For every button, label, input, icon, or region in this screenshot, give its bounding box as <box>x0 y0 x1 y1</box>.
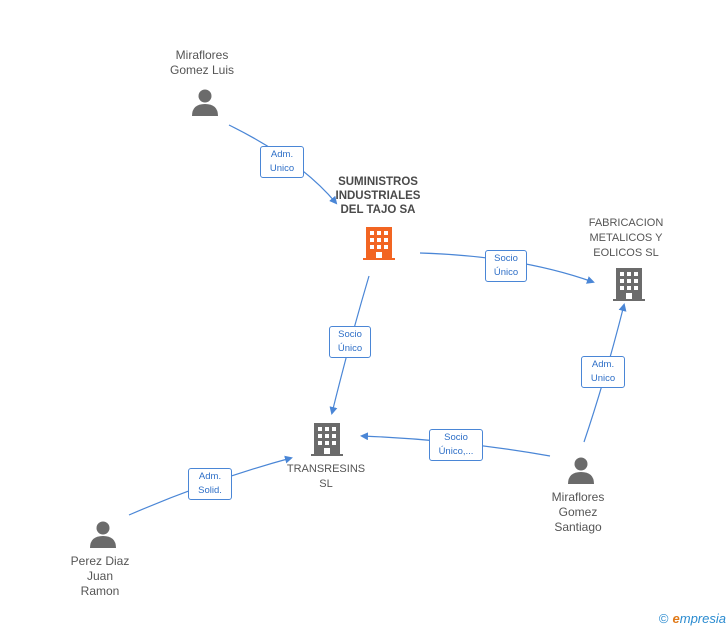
edge-label-adm-solid[interactable]: Adm. Solid. <box>188 468 232 500</box>
node-label-miraflores-gomez-luis: Miraflores Gomez Luis <box>169 48 235 77</box>
node-label-miraflores-gomez-santiago: Miraflores Gomez Santiago <box>551 490 605 534</box>
node-label-transresins: TRANSRESINS SL <box>286 463 366 490</box>
brand-logo-e: e <box>672 611 680 626</box>
brand-footer: ©empresia <box>659 611 726 626</box>
node-label-suministros: SUMINISTROS INDUSTRIALES DEL TAJO SA <box>335 176 421 216</box>
person-icon[interactable] <box>190 88 220 118</box>
node-label-fabricacion: FABRICACION METALICOS Y EOLICOS SL <box>588 217 664 259</box>
building-icon[interactable] <box>311 421 343 457</box>
edge-label-socio-unico[interactable]: Socio Único <box>329 326 371 358</box>
edge-label-socio-unico-more[interactable]: Socio Único,... <box>429 429 483 461</box>
person-icon[interactable] <box>566 456 596 486</box>
building-icon[interactable] <box>613 266 645 302</box>
building-icon-highlight[interactable] <box>363 225 395 261</box>
edge-label-adm-unico[interactable]: Adm. Unico <box>581 356 625 388</box>
brand-logo-text: mpresia <box>679 611 726 626</box>
person-icon[interactable] <box>88 520 118 550</box>
edge-label-adm-unico[interactable]: Adm. Unico <box>260 146 304 178</box>
node-label-perez-diaz: Perez Diaz Juan Ramon <box>70 554 130 598</box>
edge-label-socio-unico[interactable]: Socio Único <box>485 250 527 282</box>
copyright-symbol: © <box>658 611 669 626</box>
